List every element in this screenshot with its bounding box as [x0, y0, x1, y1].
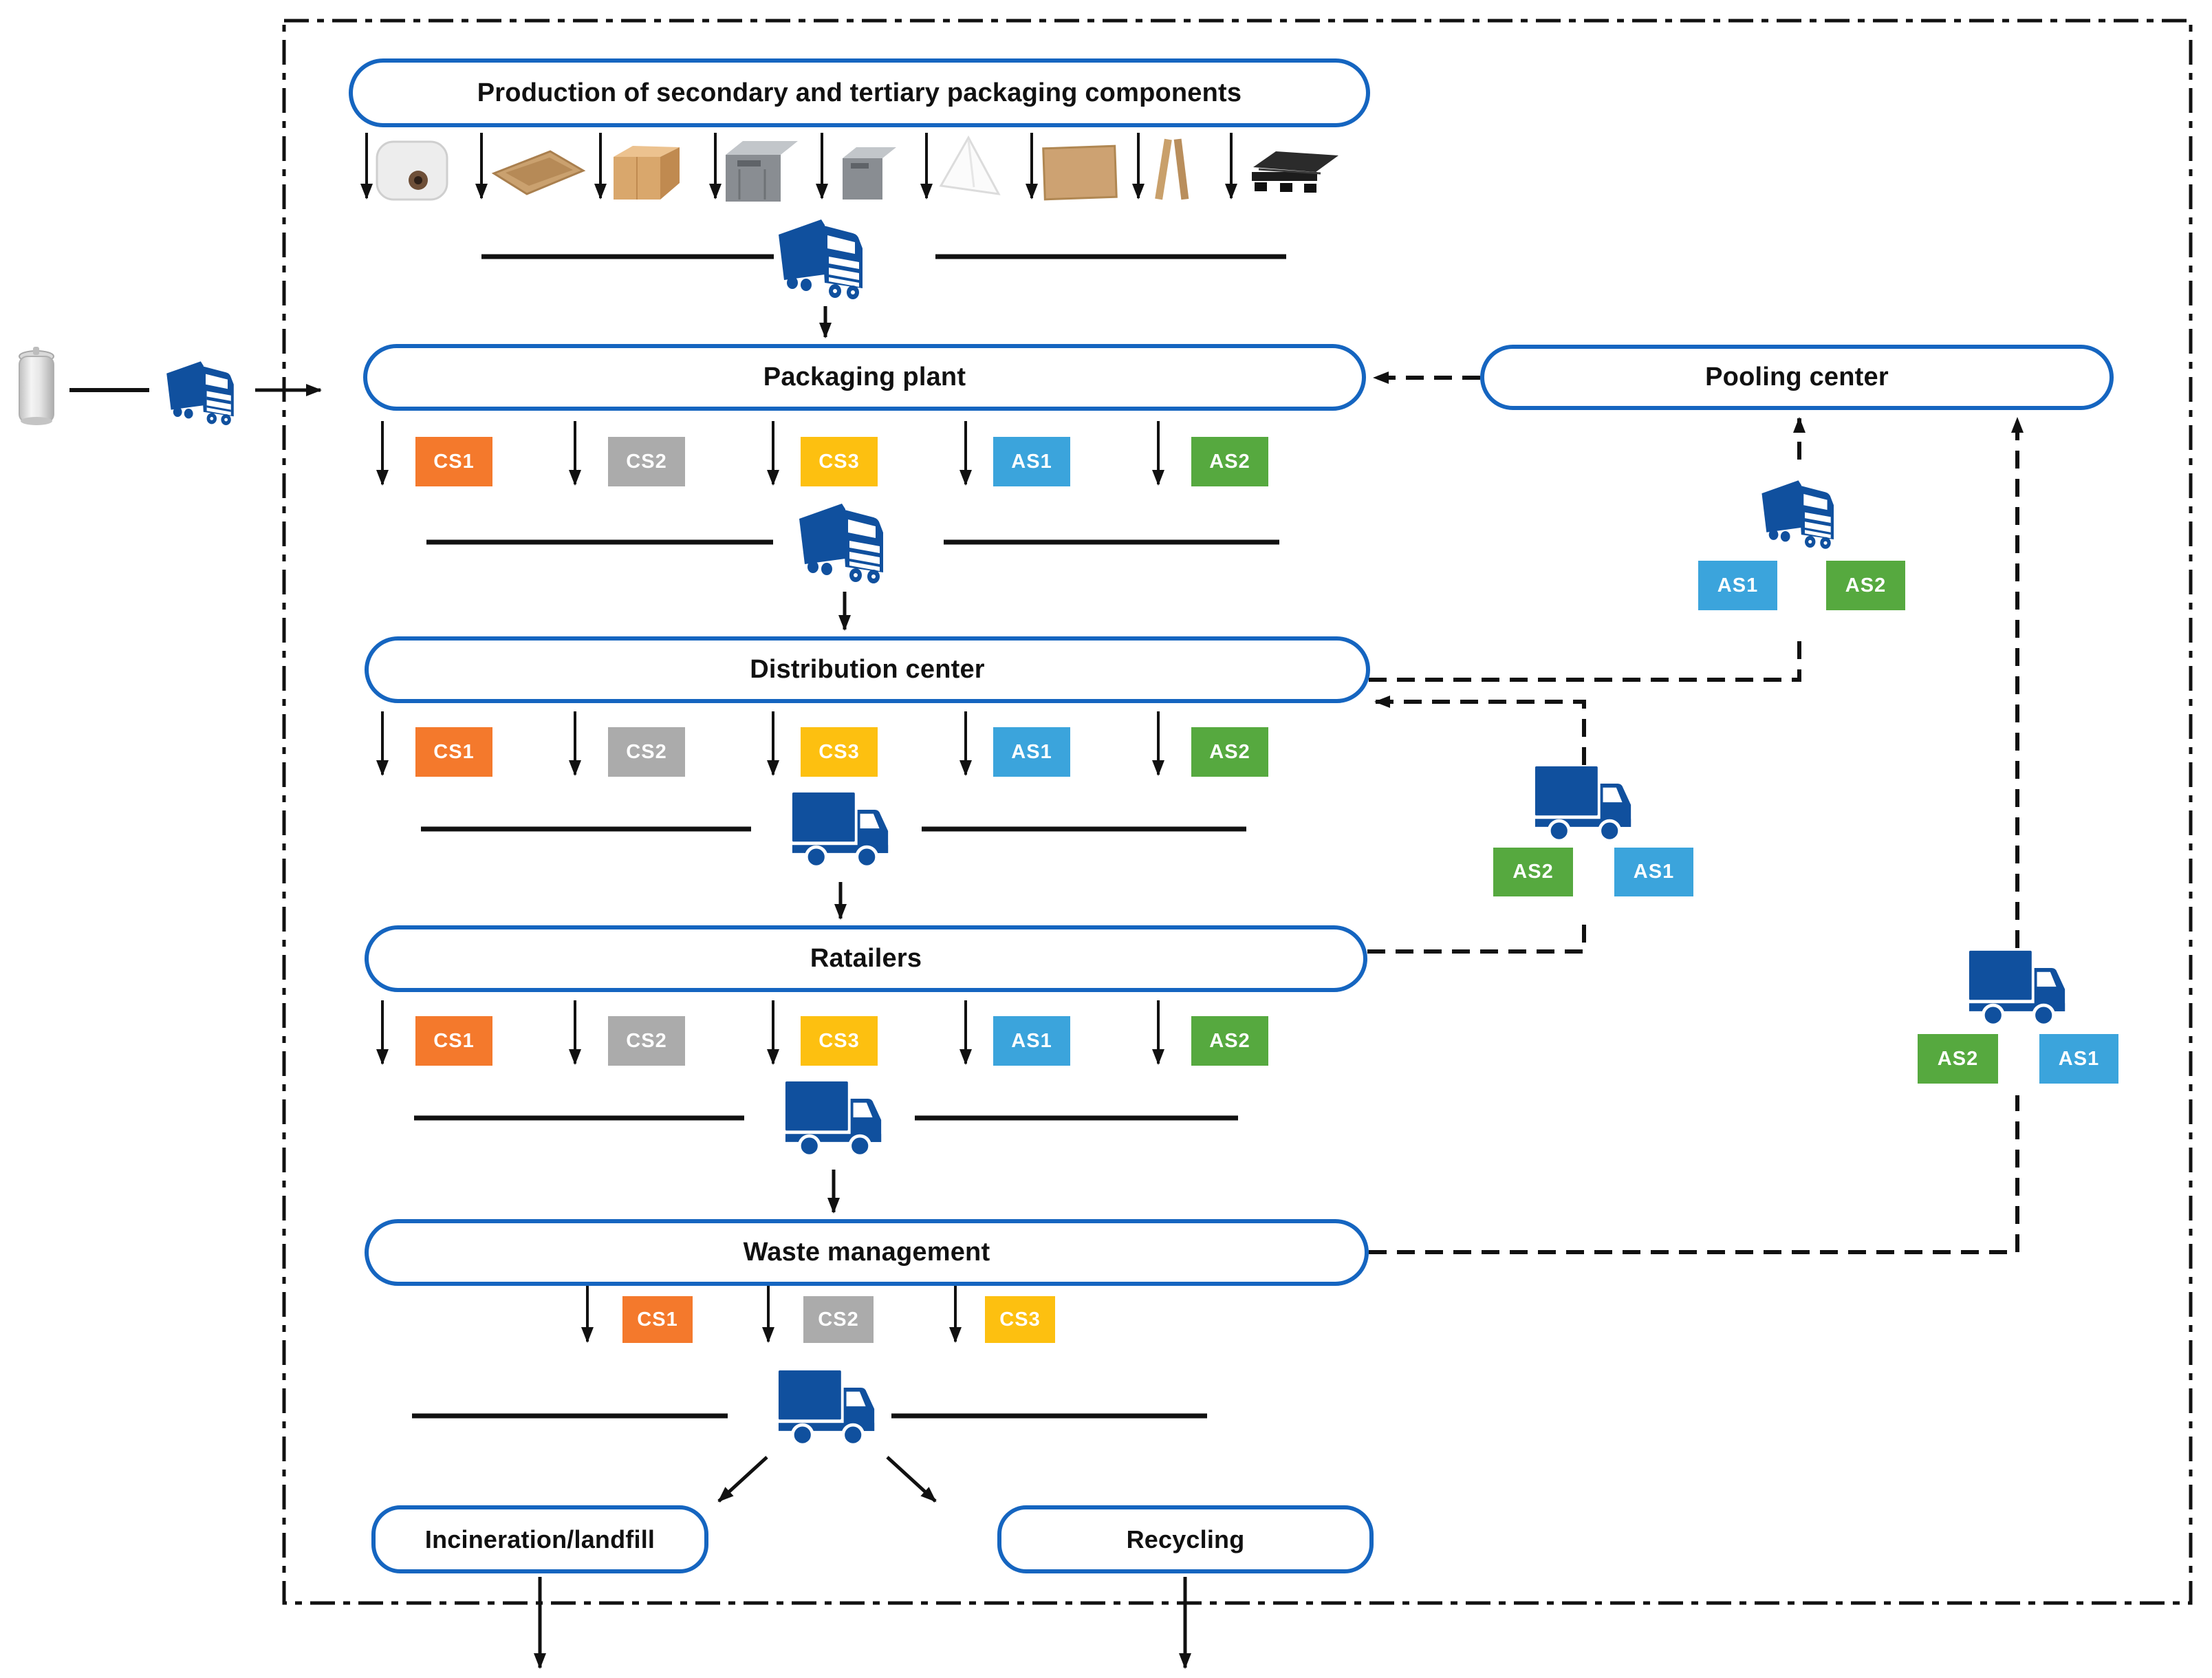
- semi-truck-icon: [799, 504, 883, 583]
- badge-cs1: CS1: [415, 437, 492, 486]
- dashed-connectors: [1367, 372, 2024, 1254]
- stage-pooling-center: Pooling center: [1480, 345, 2114, 410]
- badge-cs3: CS3: [801, 727, 878, 777]
- stage-recycling: Recycling: [997, 1505, 1374, 1573]
- cardboard-box-icon: [614, 146, 680, 200]
- plastic-pallet-icon: [1252, 151, 1338, 193]
- stage-distribution-center: Distribution center: [365, 636, 1370, 703]
- edge-protectors-icon: [1155, 138, 1189, 200]
- badge-cs3: CS3: [985, 1296, 1055, 1343]
- badge-as2: AS2: [1191, 437, 1268, 486]
- plastic-crate-large-icon: [726, 141, 798, 202]
- badge-as1: AS1: [993, 437, 1070, 486]
- delivery-truck-icon: [792, 793, 888, 867]
- badge-arrows: [376, 421, 1164, 1343]
- badge-as2: AS2: [1493, 848, 1573, 896]
- pooling-semi-truck-icon: [1761, 480, 1834, 549]
- badge-as1: AS1: [993, 727, 1070, 777]
- beverage-can-icon: [19, 347, 54, 425]
- plastic-film-roll-icon: [376, 140, 448, 201]
- badge-cs2: CS2: [803, 1296, 874, 1343]
- waste-truck-icon: [779, 1370, 874, 1445]
- badge-as1: AS1: [993, 1016, 1070, 1066]
- badge-cs1: CS1: [622, 1296, 693, 1343]
- return-truck-icon: [1535, 766, 1631, 841]
- badge-cs2: CS2: [608, 1016, 685, 1066]
- badge-as2: AS2: [1918, 1034, 1998, 1084]
- delivery-truck-icon: [785, 1082, 881, 1156]
- stage-production: Production of secondary and tertiary pac…: [349, 58, 1370, 127]
- badge-as1: AS1: [1698, 561, 1777, 610]
- stage-incineration-landfill: Incineration/landfill: [371, 1505, 708, 1573]
- badge-cs2: CS2: [608, 727, 685, 777]
- badge-cs1: CS1: [415, 1016, 492, 1066]
- badge-cs3: CS3: [801, 1016, 878, 1066]
- plastic-crate-small-icon: [843, 147, 896, 200]
- badge-as2: AS2: [1826, 561, 1905, 610]
- badge-as2: AS2: [1191, 1016, 1268, 1066]
- component-arrows: [360, 133, 1237, 200]
- paper-cone-icon: [939, 135, 1001, 195]
- return-truck-icon: [1969, 951, 2065, 1025]
- badge-as1: AS1: [1614, 848, 1693, 896]
- stage-packaging-plant: Packaging plant: [363, 344, 1366, 411]
- cardboard-sheet-icon: [1042, 144, 1118, 201]
- semi-truck-icon: [779, 219, 863, 299]
- badge-as1: AS1: [2039, 1034, 2118, 1084]
- badge-cs3: CS3: [801, 437, 878, 486]
- badge-cs1: CS1: [415, 727, 492, 777]
- road-lines: [412, 254, 1286, 1419]
- flow-arrows: [255, 306, 1191, 1669]
- stage-retailers: Ratailers: [365, 925, 1367, 992]
- badge-as2: AS2: [1191, 727, 1268, 777]
- inbound-semi-truck-icon: [166, 361, 234, 425]
- badge-cs2: CS2: [608, 437, 685, 486]
- system-boundary: [282, 19, 2193, 1605]
- cardboard-tray-icon: [491, 150, 586, 195]
- stage-waste-management: Waste management: [365, 1219, 1369, 1286]
